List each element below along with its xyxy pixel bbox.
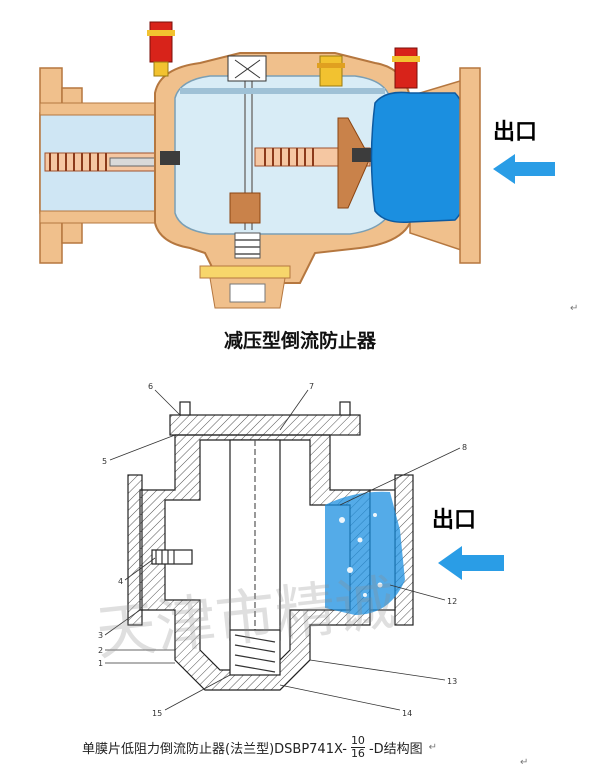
outlet-flow-region: [325, 491, 405, 615]
part-number: 1: [98, 659, 103, 668]
bottom-figure-caption: 单膜片低阻力倒流防止器(法兰型)DSBP741X- 10 16 -D结构图 ↵: [82, 735, 437, 760]
valve-body: [154, 52, 411, 309]
part-number: 6: [148, 382, 153, 391]
part-number: 2: [98, 646, 103, 655]
outlet-chamber: [370, 67, 481, 264]
return-mark: ↵: [520, 757, 529, 768]
section-body: [127, 401, 414, 691]
flow-arrow-icon: [493, 154, 555, 184]
part-number: 12: [447, 597, 457, 606]
single-diaphragm-backflow-preventer-drawing: 6 7 5 8 4 12 3 2 1 15 14 13 天津市精诚: [93, 382, 467, 718]
test-cock-red-left: [147, 21, 175, 77]
part-number: 15: [152, 709, 162, 718]
caption-prefix: 单膜片低阻力倒流防止器(法兰型)DSBP741X-: [82, 742, 347, 757]
test-cock-red-right: [392, 47, 420, 89]
part-numbers: 6 7 5 8 4 12 3 2 1 15 14 13: [98, 382, 467, 718]
top-figure-caption: 减压型倒流防止器: [223, 330, 376, 352]
part-number: 7: [309, 382, 314, 391]
return-mark: ↵: [428, 742, 438, 753]
fraction-denominator: 16: [350, 747, 365, 760]
outlet-label-top: 出口: [493, 120, 538, 145]
outlet-label-bottom: 出口: [432, 508, 477, 533]
part-number: 13: [447, 677, 457, 686]
pressure-reducing-backflow-preventer-diagram: [39, 21, 481, 309]
caption-suffix: -D结构图: [368, 742, 423, 757]
outlet-check-spring: [160, 117, 372, 209]
return-mark: ↵: [570, 303, 579, 314]
flow-arrow-icon: [438, 546, 504, 580]
part-number: 5: [102, 457, 107, 466]
fraction-numerator: 10: [350, 734, 365, 748]
part-number: 4: [118, 577, 123, 586]
test-cock-yellow-mid: [317, 55, 345, 87]
caption-fraction: 10 16: [350, 734, 365, 760]
part-number: 8: [462, 443, 467, 452]
part-number: 3: [98, 631, 103, 640]
part-number: 14: [402, 709, 412, 718]
